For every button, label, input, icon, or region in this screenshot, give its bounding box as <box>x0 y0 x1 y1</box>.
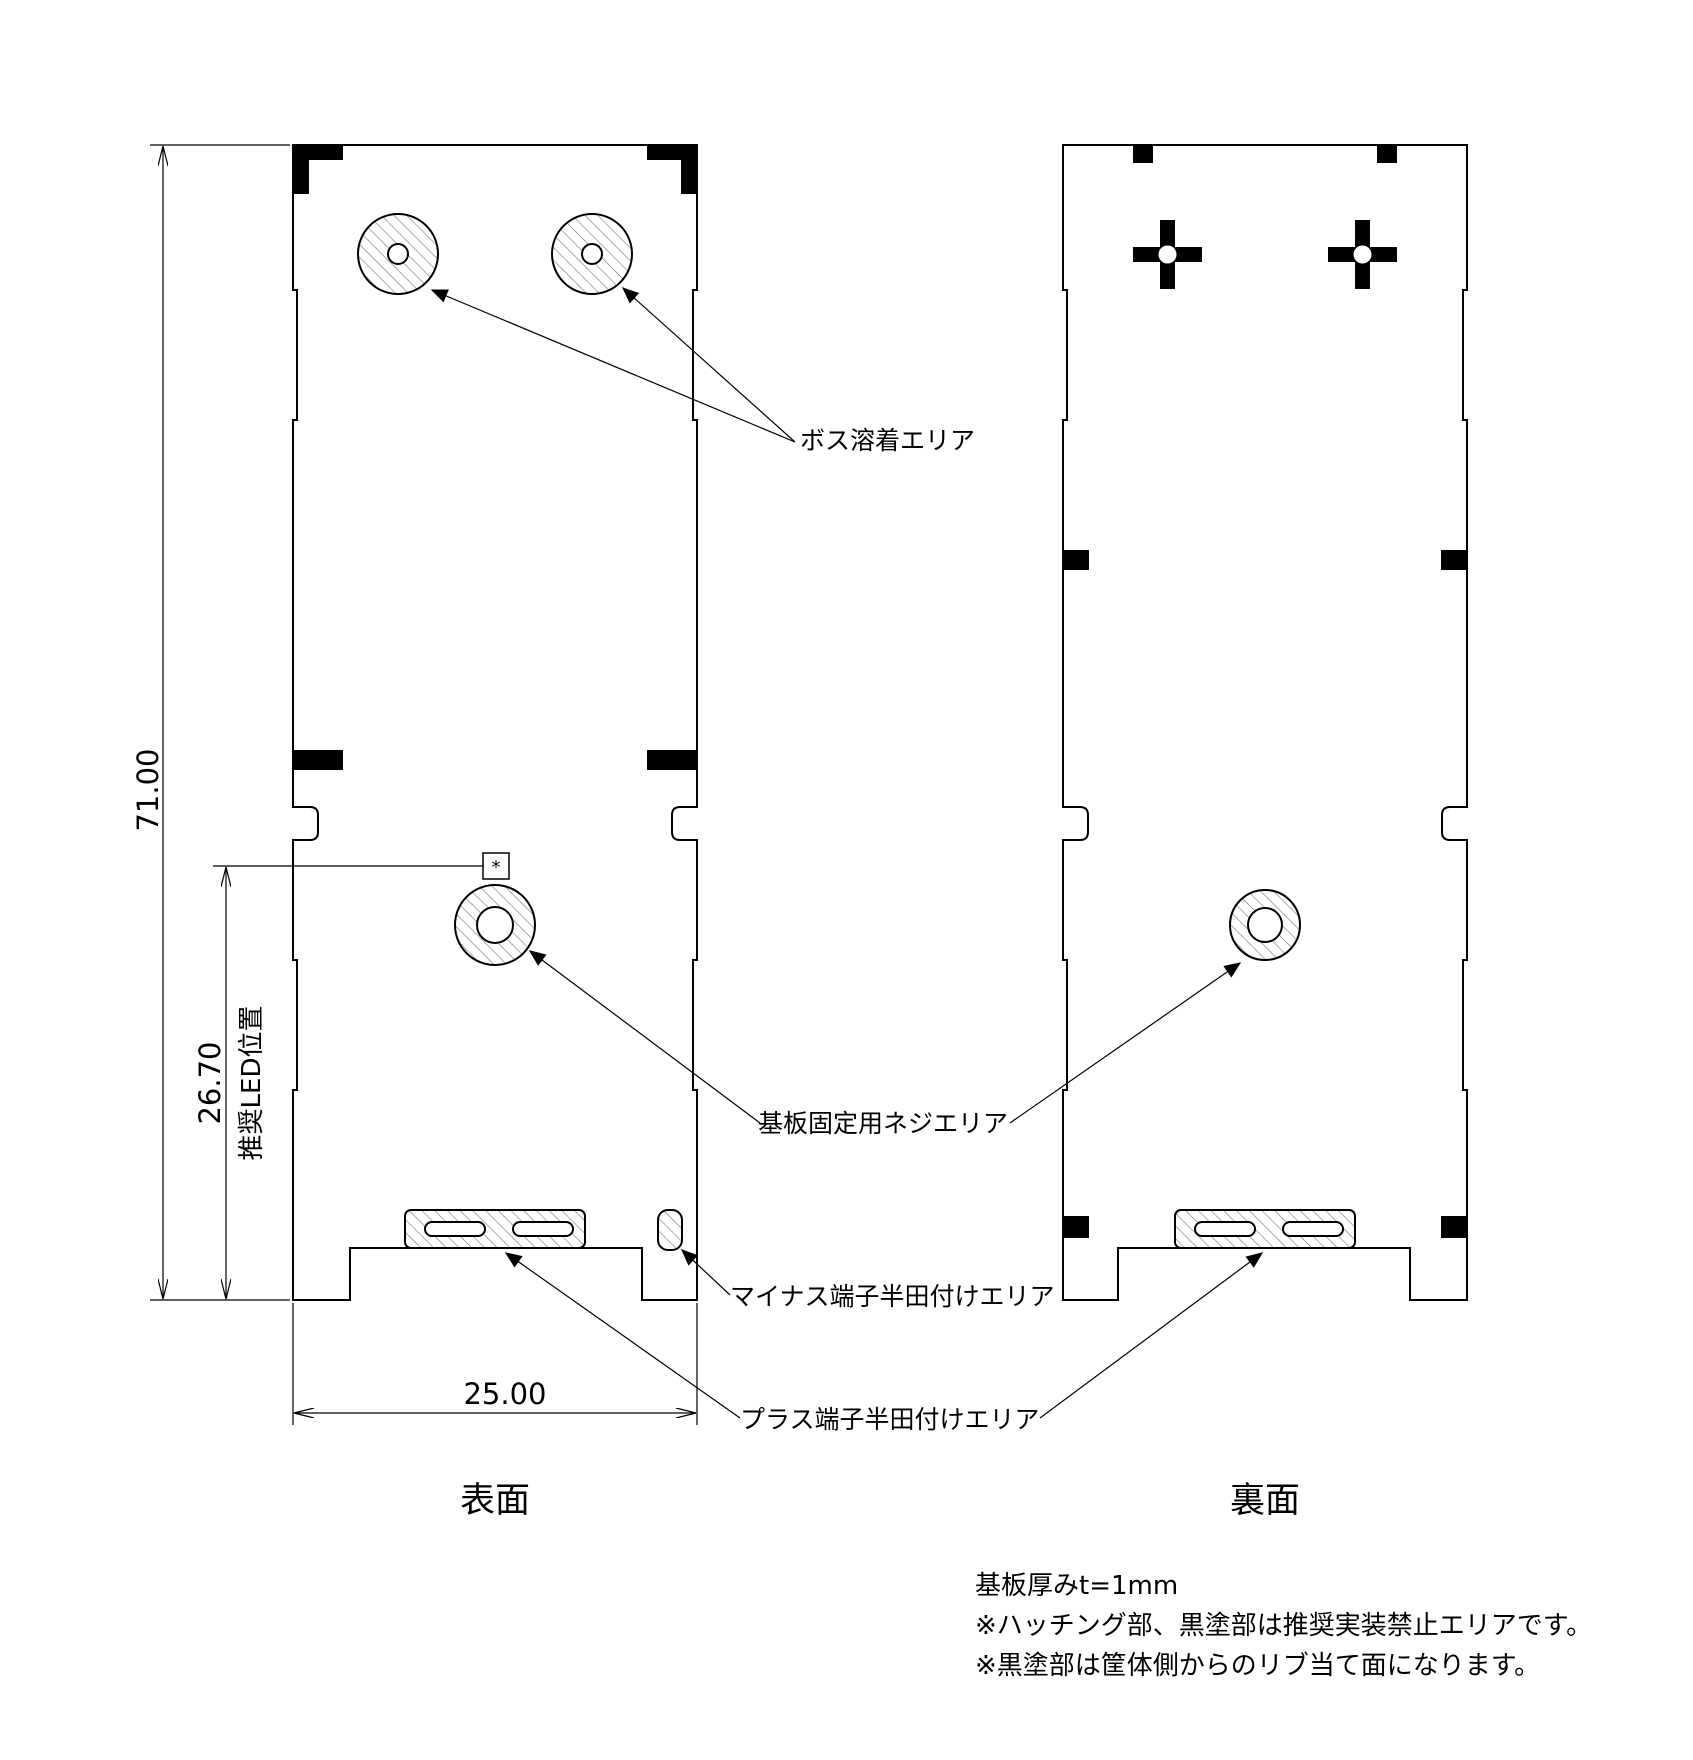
front-plus-terminal-area <box>404 1209 586 1249</box>
minus-terminal-callout: マイナス端子半田付けエリア <box>730 1282 1055 1311</box>
led-marker-symbol: * <box>492 857 501 878</box>
back-view <box>1062 144 1468 1301</box>
boss-weld-callout: ボス溶着エリア <box>800 426 975 455</box>
plus-terminal-callout: プラス端子半田付けエリア <box>740 1405 1040 1434</box>
back-board-outline <box>1062 144 1468 1301</box>
back-plus-terminal-area <box>1174 1209 1356 1249</box>
led-marker-box <box>482 852 510 880</box>
back-cross-right <box>1328 220 1397 289</box>
screw-area-callout: 基板固定用ネジエリア <box>758 1109 1008 1138</box>
front-corner-rib-tr <box>647 145 697 194</box>
back-cross-left <box>1133 220 1202 289</box>
back-top-rib-left <box>1133 145 1153 163</box>
front-plus-slot-left <box>424 1221 486 1237</box>
back-plus-slot-right <box>1282 1221 1344 1237</box>
note-rib: ※黒塗部は筐体側からのリブ当て面になります。 <box>975 1651 1540 1681</box>
front-minus-terminal-area <box>657 1209 683 1251</box>
front-view-label: 表面 <box>460 1481 530 1521</box>
dimensions: 71.00 26.70 推奨LED位置 25.00 <box>131 144 698 1425</box>
back-side-rib-left-upper <box>1063 550 1089 570</box>
front-side-rib-left <box>293 750 343 770</box>
back-side-rib-right-lower <box>1441 1216 1467 1238</box>
front-screw-hole <box>476 906 514 944</box>
front-board-outline <box>292 144 698 1301</box>
led-dimension-value: 26.70 <box>193 1041 227 1124</box>
back-view-label: 裏面 <box>1230 1481 1300 1521</box>
back-plus-slot-left <box>1194 1221 1256 1237</box>
height-dimension-text: 71.00 <box>131 748 165 831</box>
back-side-rib-left-lower <box>1063 1216 1089 1238</box>
note-keepout: ※ハッチング部、黒塗部は推奨実装禁止エリアです。 <box>975 1611 1592 1641</box>
back-top-rib-right <box>1377 145 1397 163</box>
led-dimension-label: 推奨LED位置 <box>237 1006 267 1161</box>
note-thickness: 基板厚みt=1mm <box>975 1571 1178 1601</box>
leader-lines <box>430 287 1264 1419</box>
front-plus-slot-right <box>512 1221 574 1237</box>
front-side-rib-right <box>647 750 697 770</box>
back-side-rib-right-upper <box>1441 550 1467 570</box>
front-corner-rib-tl <box>293 145 343 194</box>
back-screw-hole <box>1247 907 1283 943</box>
front-boss-hole-right <box>581 243 603 265</box>
front-view: * <box>292 144 698 1301</box>
width-dimension-text: 25.00 <box>463 1377 546 1411</box>
front-boss-hole-left <box>387 243 409 265</box>
